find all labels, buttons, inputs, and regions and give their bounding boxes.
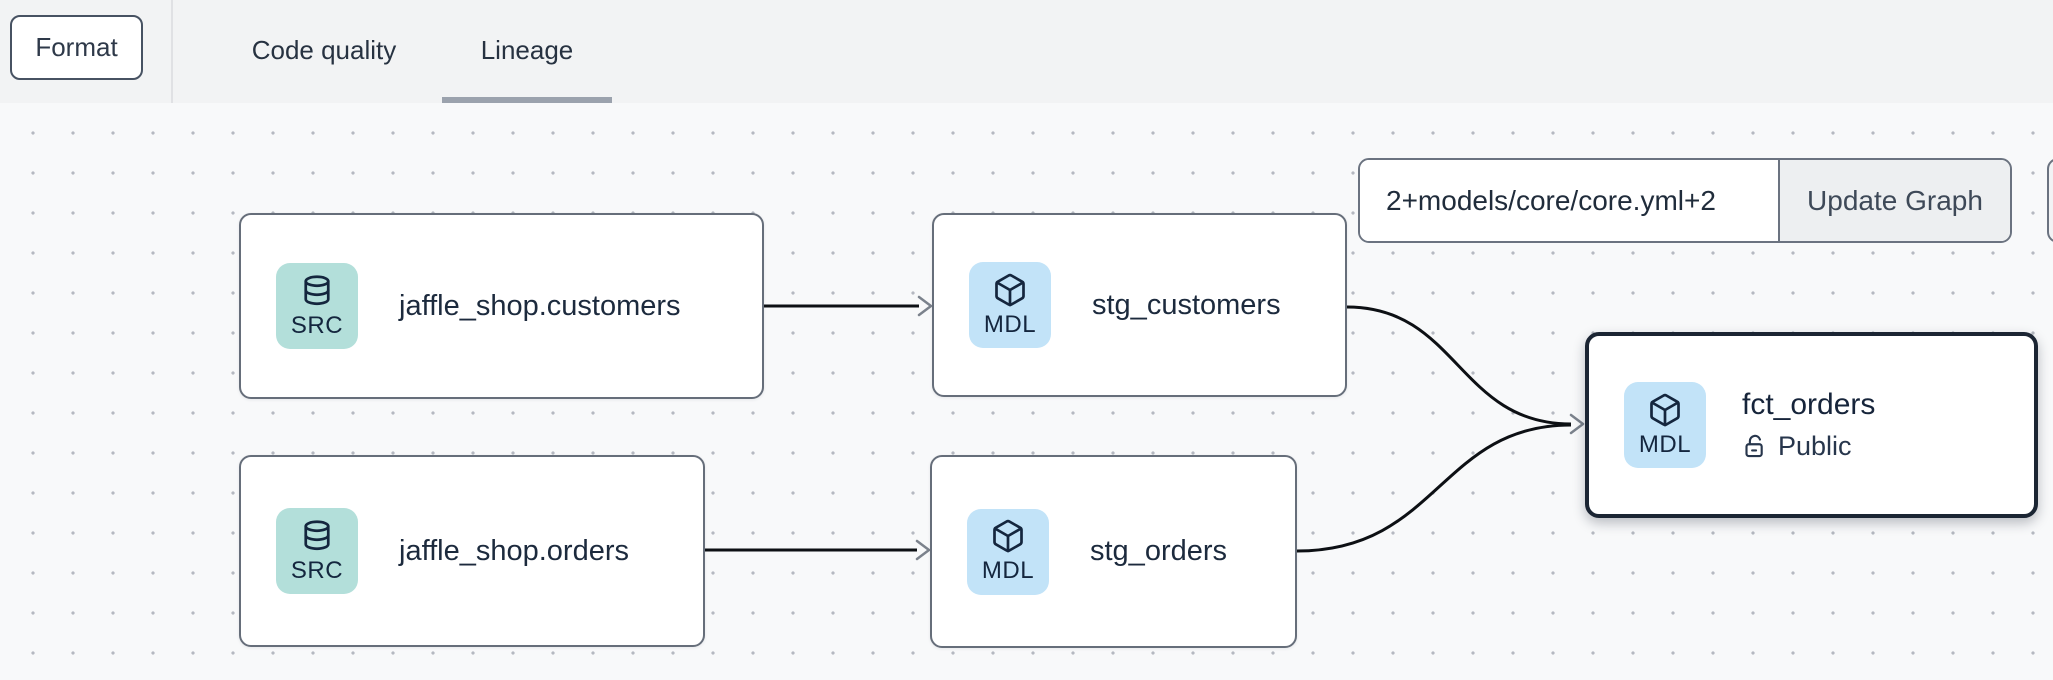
lineage-edges (705, 295, 1585, 561)
node-fct-orders[interactable]: MDL fct_orders Public (1585, 332, 2038, 518)
badge-label: MDL (1638, 430, 1692, 458)
clipped-edge-button[interactable] (2047, 158, 2053, 243)
tab-code-quality[interactable]: Code quality (251, 34, 397, 65)
model-badge: MDL (1624, 382, 1706, 468)
edge-stgcustomers-fct (1346, 305, 1572, 426)
model-selector-input[interactable] (1360, 160, 1778, 241)
access-label: Public (1778, 431, 1852, 461)
node-jaffle-shop-customers[interactable]: SRC jaffle_shop.customers (239, 213, 764, 399)
node-label: stg_customers (1092, 288, 1281, 321)
format-button[interactable]: Format (10, 15, 143, 80)
model-badge: MDL (967, 508, 1049, 595)
badge-label: SRC (290, 556, 344, 584)
database-icon (304, 274, 330, 305)
update-graph-button[interactable]: Update Graph (1778, 160, 2010, 241)
node-stg-customers[interactable]: MDL stg_customers (932, 213, 1347, 397)
badge-label: MDL (983, 310, 1037, 338)
cube-icon (993, 519, 1023, 553)
badge-label: MDL (981, 557, 1035, 584)
arrowhead-icon (917, 295, 933, 317)
arrowhead-icon (1569, 413, 1585, 435)
node-jaffle-shop-orders[interactable]: SRC jaffle_shop.orders (239, 455, 705, 647)
toolbar-divider (171, 0, 173, 103)
access-row: Public (1742, 431, 1875, 462)
edge-stgorders-fct (1296, 423, 1572, 553)
node-stg-orders[interactable]: MDL stg_orders (930, 455, 1297, 648)
lock-open-icon (1745, 434, 1763, 458)
source-badge: SRC (276, 508, 358, 594)
node-label: jaffle_shop.customers (399, 289, 681, 322)
cube-icon (995, 273, 1025, 306)
node-label: jaffle_shop.orders (399, 534, 630, 567)
node-label: stg_orders (1090, 535, 1228, 567)
database-icon (304, 519, 330, 550)
tab-lineage[interactable]: Lineage (480, 34, 574, 65)
graph-selector-group: Update Graph (1358, 158, 2012, 243)
cube-icon (1650, 393, 1680, 426)
top-toolbar: Format Code quality Lineage (0, 0, 2053, 104)
source-badge: SRC (276, 263, 358, 349)
lineage-canvas[interactable]: SRC jaffle_shop.customers MDL stg_custom… (0, 103, 2053, 680)
arrowhead-icon (915, 539, 931, 561)
model-badge: MDL (969, 262, 1051, 348)
active-tab-underline (442, 97, 612, 103)
node-label: fct_orders (1742, 388, 1876, 421)
badge-label: SRC (290, 311, 344, 339)
